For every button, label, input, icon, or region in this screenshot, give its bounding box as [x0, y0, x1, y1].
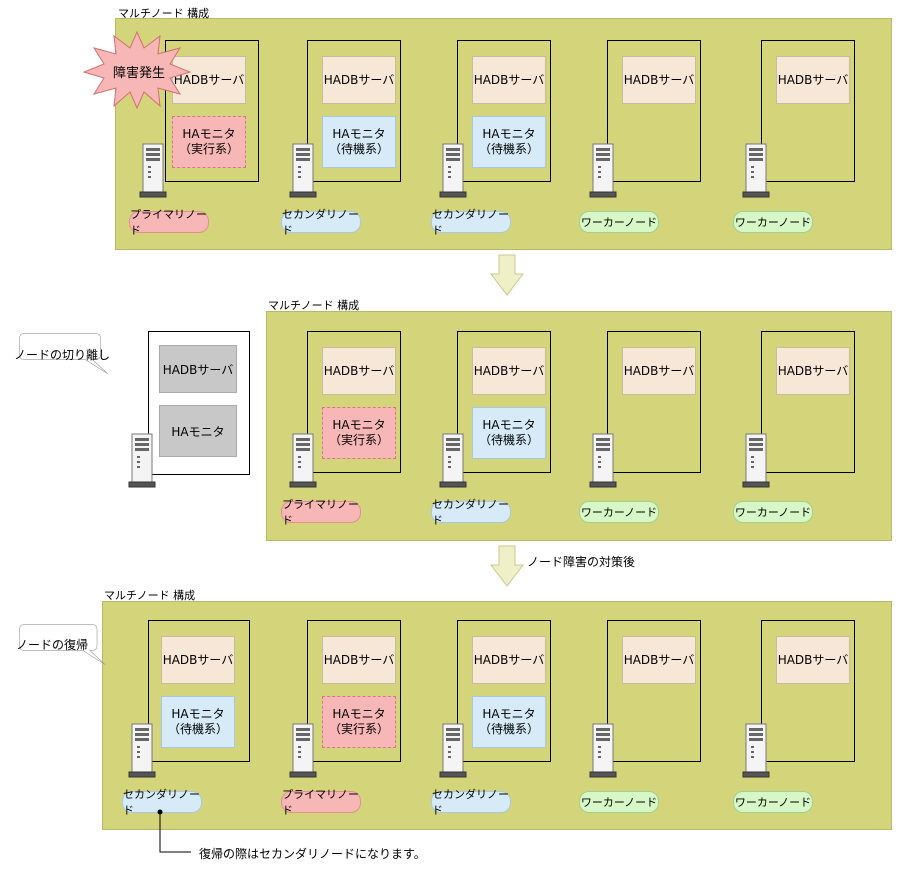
ha-monitor-standby-box: HAモニタ （待機系）	[472, 407, 546, 459]
ha-monitor-active-box: HAモニタ （実行系）	[322, 696, 396, 748]
node-role-worker: ワーカーノード	[579, 211, 659, 233]
node-role-secondary: セカンダリノード	[431, 208, 511, 237]
server-tower-icon	[439, 143, 467, 201]
server-tower-icon	[139, 143, 167, 201]
hadb-server-box: HADBサーバ	[161, 636, 235, 684]
hadb-server-box: HADBサーバ	[622, 56, 696, 104]
node-role-worker: ワーカーノード	[733, 791, 813, 813]
node-role-primary: プライマリノード	[281, 788, 361, 817]
recovery-note: 復帰の際はセカンダリノードになります。	[199, 847, 426, 861]
cluster-label-stage2: マルチノード 構成	[268, 299, 360, 312]
ha-monitor-standby-box: HAモニタ （待機系）	[161, 696, 235, 748]
down-arrow-icon	[490, 545, 524, 587]
node-role-worker: ワーカーノード	[733, 501, 813, 523]
node-frame-s3-2: HADBサーバ HAモニタ （実行系）	[307, 620, 401, 762]
node-frame-s1-3: HADBサーバ HAモニタ （待機系）	[457, 40, 551, 182]
ha-monitor-active-box: HAモニタ （実行系）	[322, 407, 396, 459]
after-fix-label: ノード障害の対策後	[527, 555, 636, 569]
node-role-secondary: セカンダリノード	[431, 498, 511, 527]
node-role-secondary: セカンダリノード	[281, 208, 361, 237]
hadb-server-box: HADBサーバ	[622, 636, 696, 684]
recover-callout-shape	[19, 624, 106, 666]
hadb-server-box: HADBサーバ	[472, 347, 546, 395]
server-tower-icon	[289, 143, 317, 201]
server-tower-icon	[742, 143, 770, 201]
node-frame-s2-4: HADBサーバ	[761, 331, 855, 473]
ha-monitor-standby-box: HAモニタ （待機系）	[472, 116, 546, 168]
node-frame-s2-3: HADBサーバ	[607, 331, 701, 473]
server-tower-icon	[289, 723, 317, 781]
hadb-server-box: HADBサーバ	[322, 347, 396, 395]
down-arrow-icon	[490, 254, 524, 296]
node-frame-s1-1: HADBサーバ HAモニタ （実行系）	[165, 40, 259, 182]
server-tower-icon	[589, 433, 617, 491]
cluster-label-stage1: マルチノード 構成	[118, 7, 210, 20]
hadb-server-box: HADBサーバ	[322, 636, 396, 684]
detached-hadb-box: HADBサーバ	[159, 345, 237, 393]
server-tower-icon	[742, 723, 770, 781]
node-role-primary: プライマリノード	[129, 208, 209, 237]
ha-monitor-active-box: HAモニタ （実行系）	[172, 116, 246, 168]
note-leader-line	[157, 809, 191, 853]
detached-ha-monitor-box: HAモニタ	[159, 405, 237, 457]
server-tower-icon	[589, 143, 617, 201]
hadb-server-box: HADBサーバ	[776, 636, 850, 684]
node-frame-s3-5: HADBサーバ	[761, 620, 855, 762]
hadb-server-box: HADBサーバ	[622, 347, 696, 395]
server-tower-icon	[439, 723, 467, 781]
detach-callout-label: ノードの切り離し	[14, 348, 111, 362]
server-tower-icon	[742, 433, 770, 491]
node-role-worker: ワーカーノード	[579, 791, 659, 813]
failure-label: 障害発生	[113, 66, 166, 81]
hadb-server-box: HADBサーバ	[472, 636, 546, 684]
server-tower-icon	[589, 723, 617, 781]
node-role-secondary: セカンダリノード	[431, 788, 511, 817]
detach-callout-shape	[19, 333, 109, 375]
failure-burst-icon	[82, 30, 192, 110]
ha-monitor-standby-box: HAモニタ （待機系）	[472, 696, 546, 748]
node-frame-s1-4: HADBサーバ	[607, 40, 701, 182]
node-frame-s3-4: HADBサーバ	[607, 620, 701, 762]
node-frame-s2-1: HADBサーバ HAモニタ （実行系）	[307, 331, 401, 473]
server-tower-icon	[128, 433, 156, 491]
server-tower-icon	[439, 433, 467, 491]
hadb-server-box: HADBサーバ	[322, 56, 396, 104]
hadb-server-box: HADBサーバ	[172, 56, 246, 104]
server-tower-icon	[289, 433, 317, 491]
cluster-label-stage3: マルチノード 構成	[104, 589, 196, 602]
node-frame-s2-2: HADBサーバ HAモニタ （待機系）	[457, 331, 551, 473]
hadb-server-box: HADBサーバ	[776, 56, 850, 104]
node-frame-s3-3: HADBサーバ HAモニタ （待機系）	[457, 620, 551, 762]
node-frame-s1-5: HADBサーバ	[761, 40, 855, 182]
node-frame-s3-1: HADBサーバ HAモニタ （待機系）	[148, 620, 250, 762]
hadb-server-box: HADBサーバ	[776, 347, 850, 395]
hadb-server-box: HADBサーバ	[472, 56, 546, 104]
server-tower-icon	[128, 723, 156, 781]
recover-callout-label: ノードの復帰	[16, 638, 89, 652]
node-role-primary: プライマリノード	[281, 498, 361, 527]
node-role-worker: ワーカーノード	[579, 501, 659, 523]
ha-monitor-standby-box: HAモニタ （待機系）	[322, 116, 396, 168]
node-frame-s1-2: HADBサーバ HAモニタ （待機系）	[307, 40, 401, 182]
node-role-worker: ワーカーノード	[733, 211, 813, 233]
